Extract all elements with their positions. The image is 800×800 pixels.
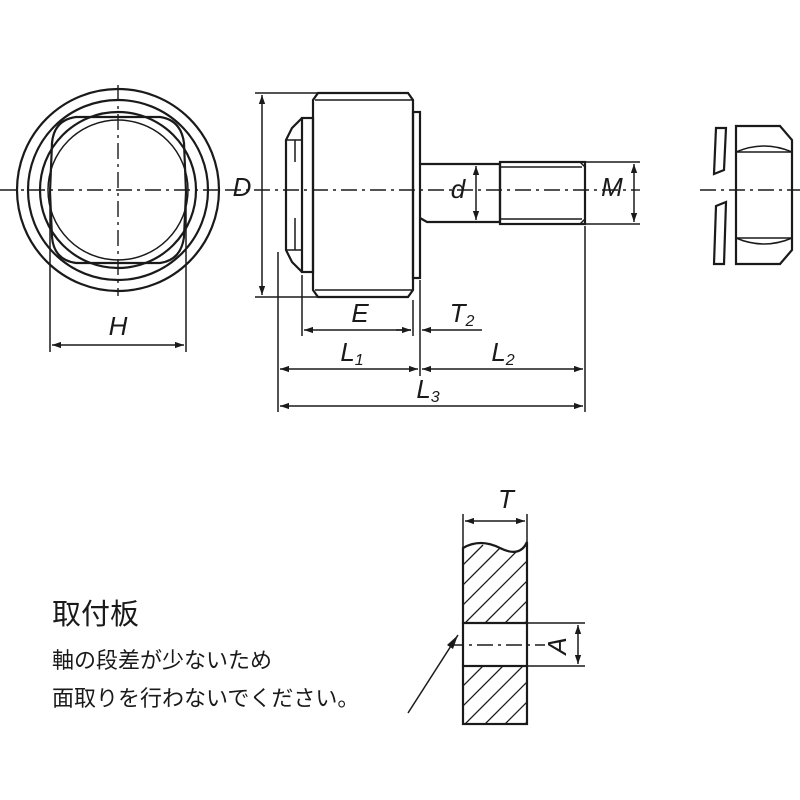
note-title: 取付板	[52, 597, 139, 631]
plate-upper-hatch	[463, 542, 527, 623]
L2-label: L2	[491, 337, 514, 369]
plate-lower	[461, 664, 529, 726]
plate-upper	[461, 541, 529, 625]
spring-washer-bottom	[712, 200, 728, 266]
plate-lower-hatch	[463, 666, 527, 724]
side-plate-right	[411, 110, 422, 280]
note-leader-line	[407, 634, 459, 714]
flange-face	[284, 117, 303, 273]
spring-washer-top	[712, 126, 728, 176]
T2-label: T2	[450, 298, 475, 330]
hex-nut-outline	[734, 124, 794, 266]
hex-socket	[48, 115, 188, 265]
front-view: H	[0, 85, 222, 352]
E-label: E	[351, 298, 369, 328]
note-leader-arrowhead	[447, 635, 458, 649]
note-line-1: 軸の段差が少ないため	[52, 649, 272, 674]
mounting-note: 取付板 軸の段差が少ないため 面取りを行わないでください。	[52, 597, 359, 712]
D-label: D	[233, 172, 252, 202]
h-label: H	[109, 311, 128, 341]
side-view: D d M E T2 L1 L2	[225, 91, 640, 412]
T-label: T	[498, 484, 516, 514]
M-label: M	[601, 172, 623, 202]
side-plate-left	[300, 116, 315, 274]
hex-nut-view	[700, 124, 800, 266]
note-line-2: 面取りを行わないでください。	[52, 687, 359, 712]
A-label: A	[542, 637, 572, 656]
L1-label: L1	[340, 337, 363, 369]
outer-ring-body	[311, 91, 415, 299]
d-label: d	[451, 174, 467, 204]
L3-label: L3	[416, 374, 439, 406]
mounting-plate-section: T A	[407, 484, 585, 726]
thread-section	[498, 160, 587, 226]
